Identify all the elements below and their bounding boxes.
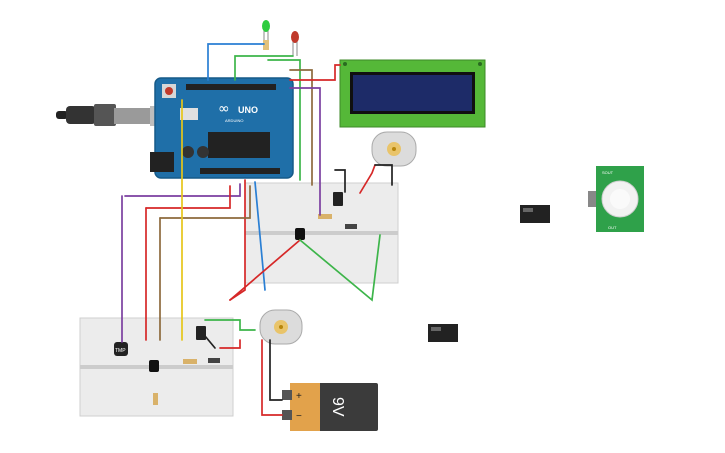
resistor-bottom-vertical[interactable]	[153, 393, 158, 405]
diode-top[interactable]	[345, 224, 357, 229]
battery-9v[interactable]: + − 9V	[282, 383, 378, 431]
pushbutton-top[interactable]	[295, 228, 305, 240]
dc-motor-bottom-icon[interactable]	[259, 309, 303, 345]
lcd-display[interactable]	[339, 59, 486, 128]
relay-module-icon[interactable]	[520, 205, 550, 223]
resistor-icon[interactable]	[263, 40, 269, 50]
battery-plus-sign: +	[296, 391, 302, 402]
diode-bottom[interactable]	[208, 358, 220, 363]
arduino-logo: ∞	[218, 101, 230, 117]
transistor-top[interactable]	[333, 192, 343, 206]
temperature-sensor[interactable]: TMP	[114, 342, 128, 356]
usb-cable-icon[interactable]	[56, 104, 168, 126]
pir-top-label: SOUT	[602, 170, 614, 175]
dc-motor-icon[interactable]	[371, 131, 417, 167]
wire-network	[121, 43, 393, 416]
pushbutton-bottom[interactable]	[149, 360, 159, 372]
pir-bottom-label: OUT	[608, 225, 617, 230]
arduino-brand-label: ARDUINO	[225, 118, 243, 123]
pir-sensor[interactable]: SOUT OUT	[588, 166, 644, 232]
resistor-bottom[interactable]	[183, 359, 197, 364]
led-red[interactable]	[291, 31, 299, 56]
tmp-chip-label: TMP	[115, 348, 126, 354]
battery-minus-sign: −	[296, 411, 302, 422]
transistor-bottom[interactable]	[196, 326, 206, 340]
resistor-top[interactable]	[318, 214, 332, 219]
arduino-model-label: UNO	[238, 105, 258, 115]
arduino-board[interactable]: ∞ UNO ARDUINO	[150, 77, 294, 179]
relay-module-bottom-icon[interactable]	[428, 324, 458, 342]
battery-label: 9V	[329, 397, 346, 417]
